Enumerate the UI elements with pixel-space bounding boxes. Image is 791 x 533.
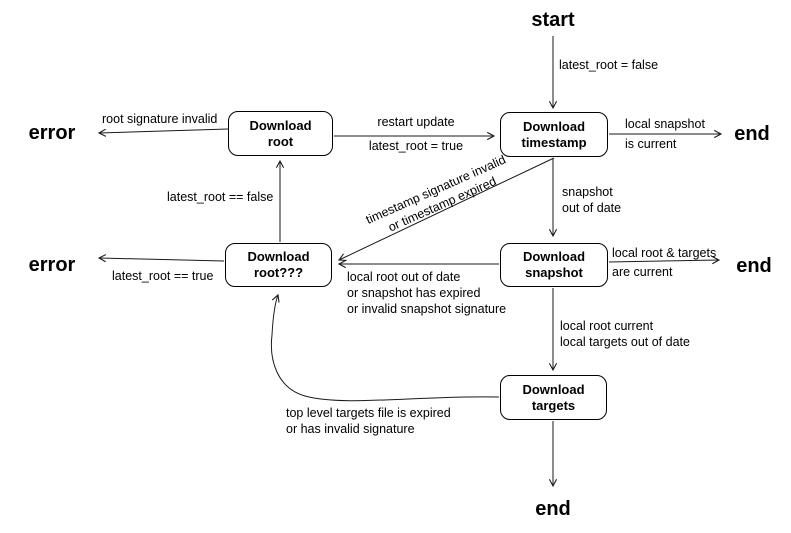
node-download-snapshot: Download snapshot [500,243,608,287]
terminal-error-mid: error [28,254,76,276]
node-download-timestamp: Download timestamp [500,112,608,157]
edge-label-is-current: is current [625,137,677,151]
edge-label-are-current: are current [612,265,673,279]
edge-label-root-to-error: root signature invalid [102,112,218,126]
terminal-error-top: error [28,122,76,144]
edge-targets-to-root-retry [270,293,500,402]
terminal-end-bottom: end [535,498,571,520]
terminal-end-top: end [734,123,770,145]
edge-label-targets-expired: top level targets file is expired or has… [286,406,451,436]
node-download-root-retry: Download root??? [225,243,332,287]
edge-label-local-root-current: local root current local targets out of … [560,319,690,349]
node-download-targets: Download targets [500,375,607,420]
edge-label-local-root-and-targets: local root & targets [612,246,717,260]
edge-root-retry-to-error [97,254,225,263]
edge-timestamp-to-root-retry [337,157,555,261]
edge-label-latest-root-true: latest_root = true [368,139,464,153]
terminal-start: start [531,9,575,31]
edge-snapshot-to-end [608,256,721,265]
edge-label-start-to-timestamp: latest_root = false [559,58,659,72]
node-download-root: Download root [228,111,333,156]
edge-label-snapshot-out-of-date: snapshot out of date [562,185,622,215]
terminal-end-mid: end [736,255,772,277]
edge-label-latest-root-eq-false: latest_root == false [167,190,274,204]
edge-label-restart-update: restart update [377,115,455,129]
edge-root-to-error [97,128,229,137]
edge-label-latest-root-eq-true: latest_root == true [112,269,214,283]
edge-label-local-root-out-of-date: local root out of date or snapshot has e… [347,270,507,316]
edge-label-local-snapshot: local snapshot [625,117,705,131]
